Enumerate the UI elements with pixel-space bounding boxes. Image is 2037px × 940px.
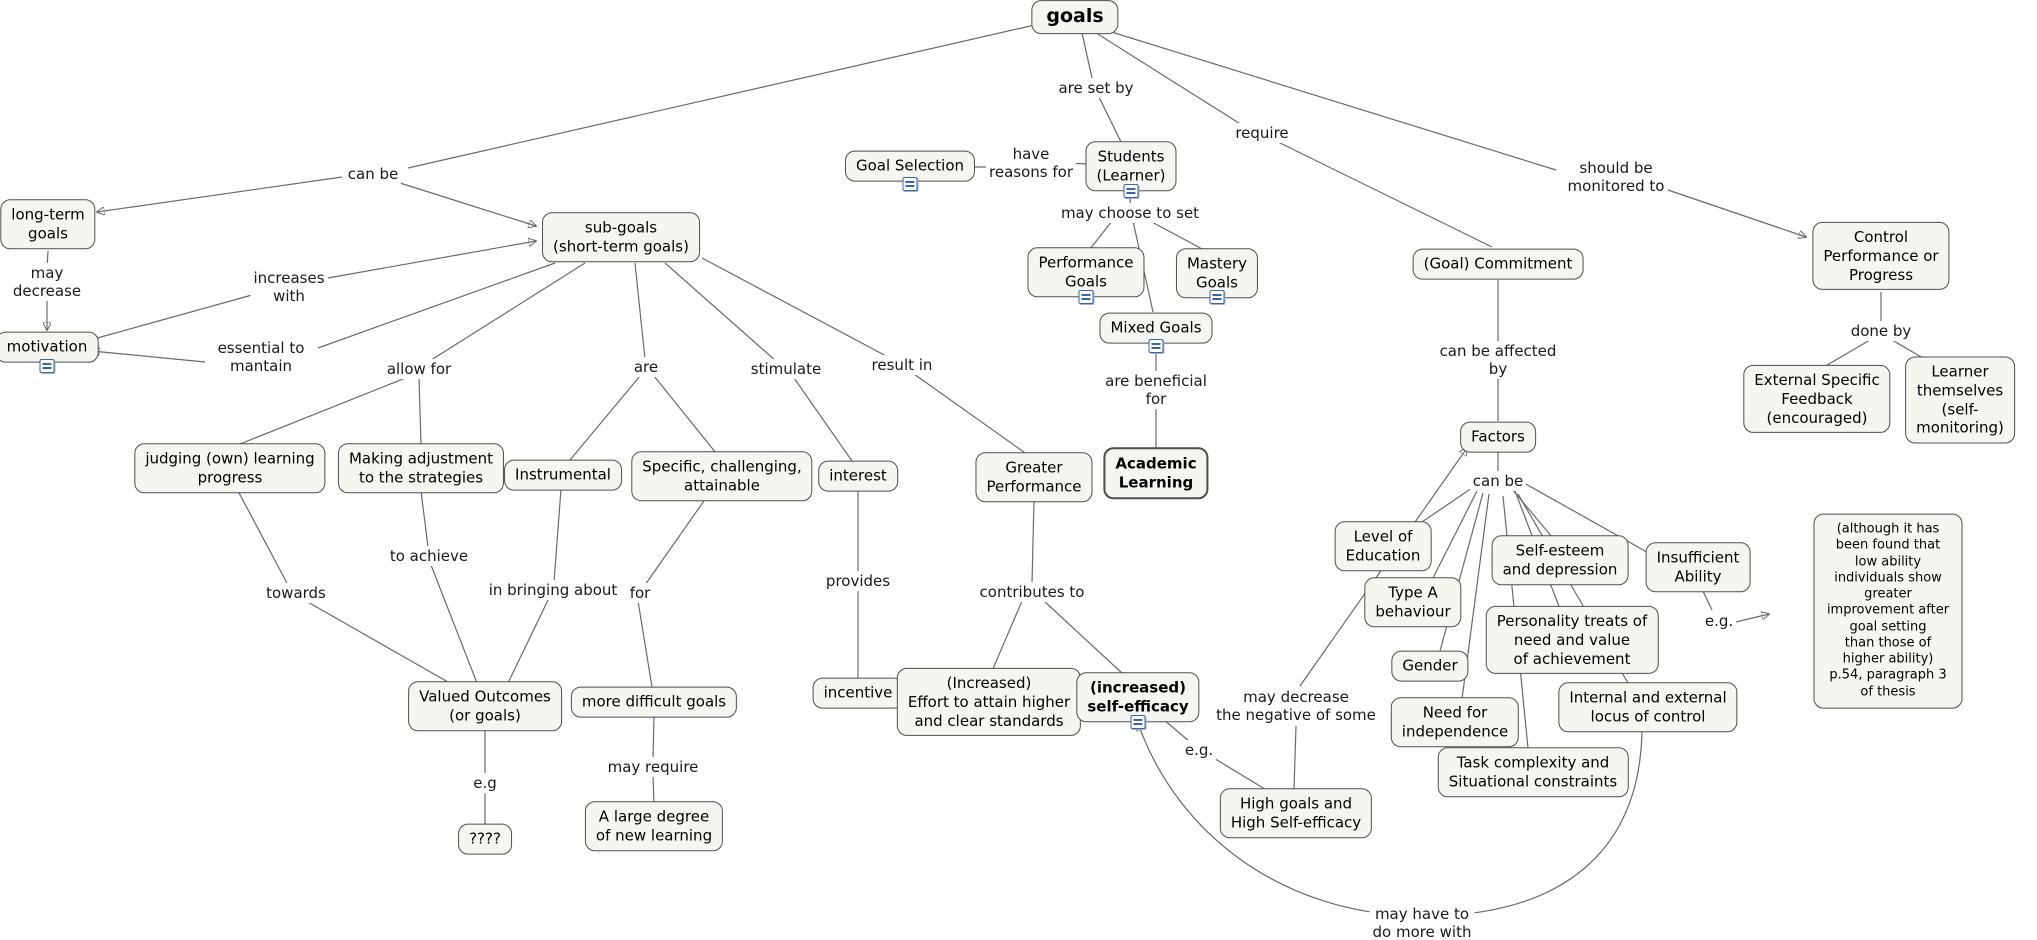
link-label-are[interactable]: are	[630, 357, 662, 377]
link-label-essential-to-mantain[interactable]: essential to mantain	[214, 338, 308, 376]
node-motivation[interactable]: motivation	[0, 331, 99, 363]
node-gender[interactable]: Gender	[1391, 650, 1469, 682]
node-greater-performance[interactable]: Greater Performance	[975, 452, 1093, 502]
link-label-can-be[interactable]: can be	[344, 164, 402, 184]
node-more-difficult-goals[interactable]: more difficult goals	[570, 686, 738, 718]
link-label-are-set-by[interactable]: are set by	[1055, 78, 1137, 98]
node-judging-progress[interactable]: judging (own) learning progress	[134, 443, 326, 493]
node-personality-treats[interactable]: Personality treats of need and value of …	[1485, 605, 1659, 675]
link-label-require[interactable]: require	[1232, 123, 1292, 143]
link-label-may-choose-to-set[interactable]: may choose to set	[1057, 203, 1203, 223]
link-label-provides[interactable]: provides	[822, 571, 894, 591]
link-label-eg-1[interactable]: e.g	[470, 773, 500, 793]
node-level-of-education[interactable]: Level of Education	[1334, 521, 1432, 571]
link-label-for[interactable]: for	[626, 583, 654, 603]
link-label-done-by[interactable]: done by	[1847, 321, 1915, 341]
resource-group-icon[interactable]	[1148, 339, 1164, 353]
node-specific-challenging[interactable]: Specific, challenging, attainable	[631, 451, 813, 501]
node-insufficient-ability[interactable]: Insufficient Ability	[1645, 542, 1751, 592]
node-increased-effort[interactable]: (Increased) Effort to attain higher and …	[896, 667, 1082, 737]
node-task-complexity[interactable]: Task complexity and Situational constrai…	[1437, 747, 1629, 797]
link-label-result-in[interactable]: result in	[868, 355, 936, 375]
link-label-may-decrease[interactable]: may decrease	[9, 263, 85, 301]
link-label-can-be-2[interactable]: can be	[1469, 471, 1527, 491]
link-label-eg-3[interactable]: e.g.	[1701, 611, 1737, 631]
link-label-contributes-to[interactable]: contributes to	[976, 582, 1088, 602]
node-factors[interactable]: Factors	[1460, 421, 1536, 453]
node-goal-commitment[interactable]: (Goal) Commitment	[1412, 248, 1584, 280]
node-sub-goals[interactable]: sub-goals (short-term goals)	[542, 212, 700, 262]
node-long-term-goals[interactable]: long-term goals	[0, 199, 96, 249]
node-interest[interactable]: interest	[818, 460, 898, 492]
node-learner-themselves[interactable]: Learner themselves (self-monitoring)	[1905, 356, 2015, 444]
node-need-for-independence[interactable]: Need for independence	[1390, 697, 1520, 747]
node-high-goals[interactable]: High goals and High Self-efficacy	[1219, 788, 1373, 838]
node-goal-selection[interactable]: Goal Selection	[844, 150, 976, 182]
node-making-adjustment[interactable]: Making adjustment to the strategies	[337, 443, 505, 493]
link-label-may-decrease-negative[interactable]: may decrease the negative of some	[1213, 687, 1379, 725]
link-label-allow-for[interactable]: allow for	[383, 359, 455, 379]
node-performance-goals[interactable]: Performance Goals	[1027, 247, 1145, 297]
node-control-performance[interactable]: Control Performance or Progress	[1812, 221, 1950, 291]
link-label-in-bringing-about[interactable]: in bringing about	[485, 580, 621, 600]
link-label-have-reasons-for[interactable]: have reasons for	[986, 144, 1076, 182]
node-valued-outcomes[interactable]: Valued Outcomes (or goals)	[408, 681, 562, 731]
node-external-feedback[interactable]: External Specific Feedback (encouraged)	[1743, 364, 1891, 434]
link-label-are-beneficial-for[interactable]: are beneficial for	[1102, 371, 1210, 409]
resource-group-icon[interactable]	[902, 177, 918, 191]
node-low-ability-note[interactable]: (although it has been found that low abi…	[1813, 513, 1963, 709]
link-label-should-be-monitored[interactable]: should be monitored to	[1564, 158, 1668, 196]
node-incentive[interactable]: incentive	[812, 677, 904, 709]
resource-group-icon[interactable]	[1209, 290, 1225, 304]
node-self-esteem[interactable]: Self-esteem and depression	[1491, 535, 1629, 585]
node-internal-external-locus[interactable]: Internal and external locus of control	[1558, 682, 1738, 732]
node-new-learning[interactable]: A large degree of new learning	[584, 801, 724, 851]
link-label-to-achieve[interactable]: to achieve	[386, 546, 472, 566]
link-label-can-be-affected-by[interactable]: can be affected by	[1436, 341, 1560, 379]
link-label-stimulate[interactable]: stimulate	[747, 359, 825, 379]
node-academic-learning[interactable]: Academic Learning	[1103, 447, 1209, 499]
connectors	[47, 23, 1955, 917]
link-label-towards[interactable]: towards	[263, 583, 329, 603]
resource-group-icon[interactable]	[1078, 290, 1094, 304]
link-label-eg-2[interactable]: e.g.	[1181, 740, 1217, 760]
node-increased-self-efficacy[interactable]: (increased) self-efficacy	[1076, 672, 1200, 722]
node-mixed-goals[interactable]: Mixed Goals	[1099, 312, 1213, 344]
link-label-may-have-to[interactable]: may have to do more with	[1369, 904, 1475, 940]
resource-group-icon[interactable]	[1123, 184, 1139, 198]
node-mastery-goals[interactable]: Mastery Goals	[1175, 248, 1259, 298]
node-type-a-behaviour[interactable]: Type A behaviour	[1364, 577, 1462, 627]
node-unknown[interactable]: ????	[458, 823, 512, 855]
node-goals[interactable]: goals	[1031, 0, 1119, 34]
node-instrumental[interactable]: Instrumental	[504, 459, 622, 491]
link-label-may-require[interactable]: may require	[604, 757, 702, 777]
resource-group-icon[interactable]	[39, 359, 55, 373]
link-label-increases-with[interactable]: increases with	[250, 268, 328, 306]
resource-group-icon[interactable]	[1130, 715, 1146, 729]
